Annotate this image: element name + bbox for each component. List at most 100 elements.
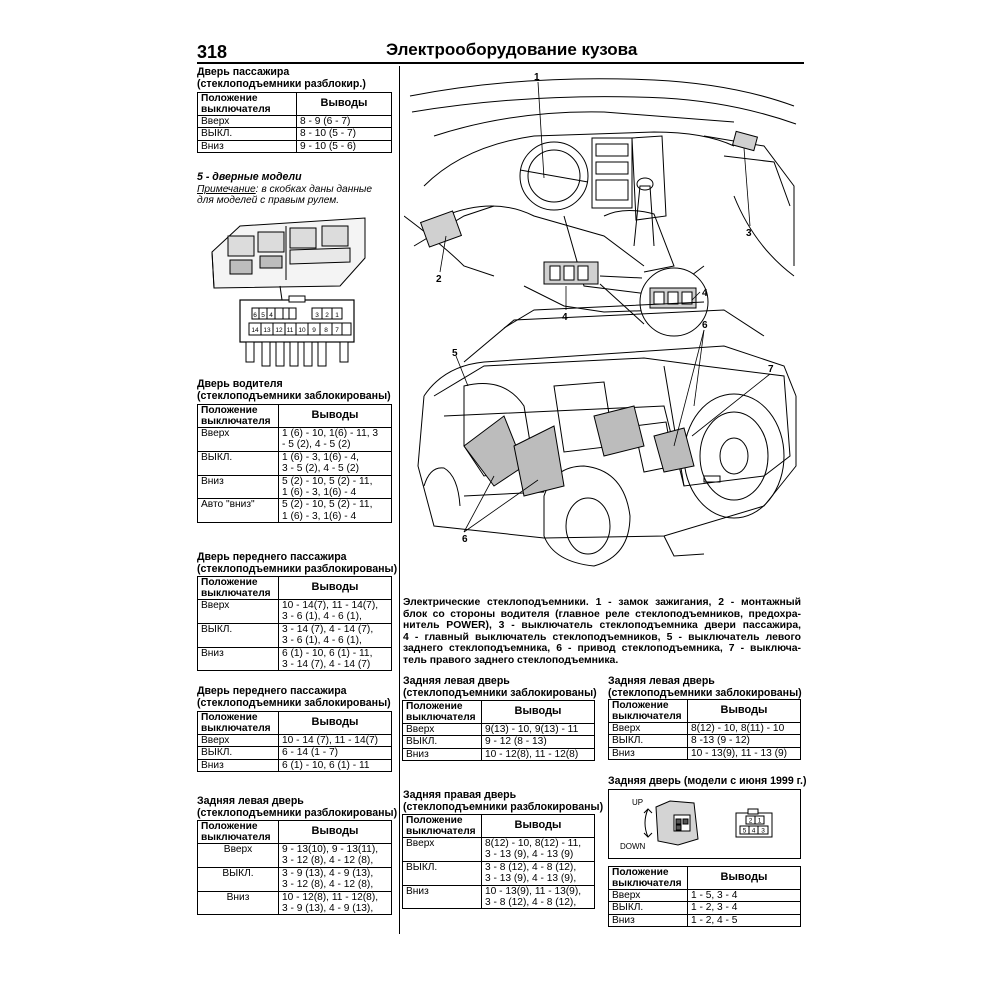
output-line: 10 - 12(8), 11 - 12(8),: [282, 891, 379, 903]
position-header-line: выключателя: [201, 723, 271, 734]
output-line: 1 - 2, 4 - 5: [691, 914, 738, 926]
rear-pin-5: 5: [743, 828, 747, 835]
output-line: 10 - 14(7), 11 - 14(7),: [282, 600, 379, 611]
output-line: - 5 (2), 4 - 5 (2): [282, 439, 351, 451]
terminal-outputs: 9 - 13(10), 9 - 13(11),3 - 12 (8), 4 - 1…: [278, 843, 392, 868]
terminal-outputs: 6 (1) - 10, 6 (1) - 11: [278, 758, 392, 773]
terminal-outputs: 1 - 2, 4 - 5: [687, 913, 801, 928]
table-row: ВЫКЛ.1 - 2, 3 - 4: [608, 901, 801, 915]
caption-line: 4 - главный выключатель стеклоподъемнико…: [403, 631, 801, 643]
table-row: ВЫКЛ.3 - 14 (7), 4 - 14 (7),3 - 6 (1), 4…: [197, 622, 392, 648]
rear-switch-diagram: UP DOWN 2 1 5 4 3: [608, 789, 801, 859]
note-label: Примечание: [197, 184, 256, 195]
title-line: (стеклоподъемники заблокированы): [608, 686, 802, 699]
position-header-line: Положение: [201, 405, 258, 416]
outputs-header: Выводы: [296, 92, 392, 116]
output-line: 9(13) - 10, 9(13) - 11: [485, 724, 579, 735]
rear-connector: 2 1 5 4 3: [735, 808, 773, 838]
title-line: Задняя левая дверь: [403, 675, 510, 687]
title-line: (стеклоподъемники заблокированы): [197, 696, 391, 709]
dashboard-illustration: [404, 78, 797, 313]
terminal-outputs: 10 - 13(9), 11 - 13(9),3 - 8 (12), 4 - 8…: [481, 884, 595, 910]
note-line-2: для моделей с правым рулем.: [197, 195, 340, 207]
switch-position: Вниз: [197, 139, 297, 154]
outputs-header: Выводы: [278, 404, 392, 428]
terminal-outputs: 10 - 14 (7), 11 - 14(7): [278, 733, 392, 748]
output-line: 8 -13 (9 - 12): [691, 735, 750, 747]
position-header-line: Положение: [406, 701, 463, 712]
callout-6-lower: 6: [462, 534, 468, 545]
output-line: 10 - 12(8), 11 - 12(8): [485, 748, 579, 760]
driver-door-title: Дверь водителя (стеклоподъемники заблоки…: [197, 378, 391, 402]
connector-pin-11: 11: [287, 327, 294, 334]
switch-position: Вниз: [197, 758, 279, 773]
caption-line: заднего стеклоподъемника, 6 - привод сте…: [403, 643, 801, 654]
output-line: 1 - 5, 3 - 4: [691, 890, 738, 901]
outputs-header: Выводы: [278, 820, 392, 844]
header-rule: [197, 62, 804, 64]
connector-pin-4: 4: [269, 312, 273, 319]
rear-pin-3: 3: [761, 828, 765, 835]
terminal-outputs: 5 (2) - 10, 5 (2) - 11,1 (6) - 3, 1(6) -…: [278, 474, 392, 500]
switch-position: Вверх: [197, 599, 279, 624]
output-line: 6 (1) - 10, 6 (1) - 11: [282, 759, 370, 771]
up-label: UP: [632, 798, 643, 807]
rear-pin-4: 4: [752, 828, 756, 835]
table-row: ВЫКЛ.8 -13 (9 - 12): [608, 734, 801, 748]
title-line: Дверь водителя: [197, 378, 283, 390]
table-row: ВЫКЛ.3 - 8 (12), 4 - 8 (12),3 - 13 (9), …: [402, 860, 595, 886]
terminal-outputs: 3 - 8 (12), 4 - 8 (12),3 - 13 (9), 4 - 1…: [481, 860, 595, 886]
title-line: Дверь переднего пассажира: [197, 685, 347, 697]
position-header-line: выключателя: [201, 588, 271, 599]
terminal-outputs: 3 - 14 (7), 4 - 14 (7),3 - 6 (1), 4 - 6 …: [278, 622, 392, 648]
output-line: 10 - 14 (7), 11 - 14(7): [282, 735, 379, 746]
table-row: ВЫКЛ.6 - 14 (1 - 7): [197, 746, 392, 760]
output-line: 9 - 12 (8 - 13): [485, 736, 547, 748]
connector-face: 6 5 4 3 2 1 14 13 12 11 10 9 8 7: [239, 295, 355, 367]
terminal-outputs: 9(13) - 10, 9(13) - 11: [481, 722, 595, 737]
table-row: ВЫКЛ.3 - 9 (13), 4 - 9 (13),3 - 12 (8), …: [197, 866, 392, 892]
caption-line: нитель POWER), 3 - выключатель стеклопод…: [403, 620, 801, 631]
rear-pin-2: 2: [749, 818, 753, 825]
column-divider: [399, 66, 400, 934]
passenger-door-title: Дверь пассажира (стеклоподъемники разбло…: [197, 66, 366, 90]
rear-pin-1: 1: [758, 818, 762, 825]
switch-position: Авто "вниз": [197, 498, 279, 524]
switch-body: [655, 800, 699, 846]
output-line: 3 - 12 (8), 4 - 12 (8),: [282, 879, 374, 891]
caption-line: тель правого заднего стеклоподъемника.: [403, 654, 619, 666]
output-line: 6 (1) - 10, 6 (1) - 11,: [282, 647, 373, 659]
outputs-header: Выводы: [481, 814, 595, 838]
connector-pin-14: 14: [251, 327, 259, 334]
output-line: 3 - 13 (9), 4 - 13 (9): [485, 849, 574, 861]
position-header-line: Положение: [201, 712, 258, 723]
connector-pin-7: 7: [335, 327, 339, 334]
terminal-outputs: 8 - 9 (6 - 7): [296, 114, 392, 129]
connector-pin-10: 10: [298, 327, 306, 334]
position-header-line: выключателя: [406, 826, 476, 837]
title-line: Дверь переднего пассажира: [197, 551, 347, 563]
terminal-outputs: 8 -13 (9 - 12): [687, 734, 801, 748]
note: Примечание: в скобках даны данные для мо…: [197, 184, 397, 207]
page-number: 318: [197, 42, 228, 62]
title-line: (стеклоподъемники разблокированы): [403, 800, 604, 813]
terminal-outputs: 3 - 9 (13), 4 - 9 (13),3 - 12 (8), 4 - 1…: [278, 866, 392, 892]
